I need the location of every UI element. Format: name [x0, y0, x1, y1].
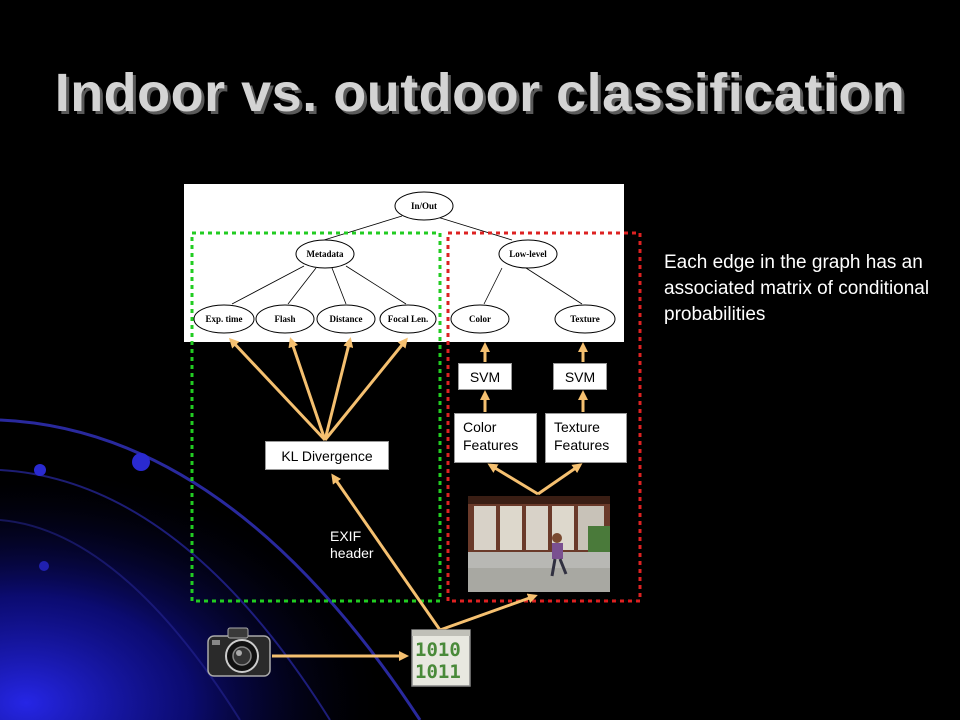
node-label-flash: Flash: [274, 314, 295, 324]
bayes-net-graph: In/Out Metadata Low-level Exp. time Flas…: [193, 191, 616, 334]
color-features-box: Color Features: [454, 413, 537, 463]
camera-icon: [206, 624, 272, 680]
bayes-net-panel: In/Out Metadata Low-level Exp. time Flas…: [184, 184, 624, 342]
kl-divergence-box: KL Divergence: [265, 441, 389, 470]
node-inout: [394, 191, 454, 221]
slide-title: Indoor vs. outdoor classification: [54, 63, 906, 123]
svm-box-texture: SVM: [553, 363, 607, 390]
node-label-focal-len: Focal Len.: [388, 314, 429, 324]
node-label-distance: Distance: [330, 314, 363, 324]
node-label-exp-time: Exp. time: [206, 314, 243, 324]
binary-file-icon: 1010 1011: [410, 628, 472, 688]
node-label-inout: In/Out: [411, 201, 437, 211]
node-label-texture: Texture: [570, 314, 600, 324]
node-label-metadata: Metadata: [307, 249, 344, 259]
binary-row-2: 1011: [415, 661, 461, 683]
exif-header-label: EXIF header: [330, 528, 374, 561]
node-label-lowlevel: Low-level: [509, 249, 547, 259]
texture-features-box: Texture Features: [545, 413, 627, 463]
node-label-color: Color: [469, 314, 491, 324]
sample-photo: [468, 496, 610, 592]
side-note: Each edge in the graph has an associated…: [664, 252, 930, 325]
binary-row-1: 1010: [415, 639, 461, 661]
svm-box-color: SVM: [458, 363, 512, 390]
